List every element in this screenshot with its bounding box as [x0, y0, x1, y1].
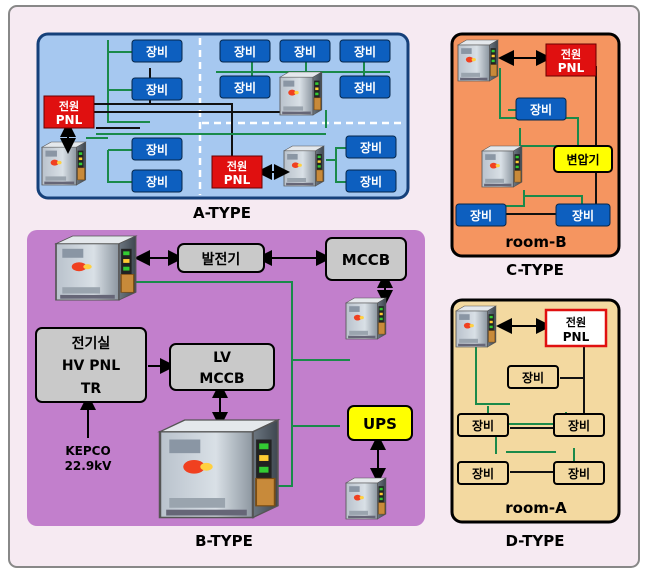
b-type-mccb-label: MCCB — [342, 251, 390, 269]
b-type-generator-label: 발전기 — [202, 251, 241, 268]
svg-text:장비: 장비 — [146, 174, 168, 189]
b-type-ups-label: UPS — [363, 415, 397, 433]
a-type-power-panel-left: 전원 PNL — [43, 95, 95, 129]
b-type-lv-mccb-box: LV MCCB — [169, 343, 275, 391]
c-type-power-panel-line1: 전원 — [561, 47, 581, 61]
a-type-cabinet-main-left — [41, 141, 87, 186]
a-type-equipment-box: 장비 — [219, 75, 271, 99]
d-type-panel: 전원 PNL 장비 장비 장비 장비 장비 room-A D-TYPE — [450, 298, 621, 550]
a-type-equipment-group: 장비 장비 장비 장비 장비 장비 장비 장비 장비 장비 장비 — [131, 39, 397, 193]
svg-text:장비: 장비 — [522, 370, 544, 385]
c-type-equipment-box: 장비 — [515, 97, 567, 121]
c-type-equipment-box: 장비 — [455, 203, 507, 227]
d-type-equipment-box: 장비 — [553, 413, 605, 437]
d-type-caption: D-TYPE — [505, 532, 564, 550]
c-type-power-panel-line2: PNL — [558, 61, 585, 75]
d-type-equipment-box: 장비 — [507, 365, 559, 389]
svg-text:장비: 장비 — [146, 82, 168, 97]
d-type-cabinet — [455, 305, 497, 348]
d-type-room-label: room-A — [505, 499, 567, 517]
c-type-panel: 전원 PNL 변압기 장비 장비 장비 room-B C-TYPE — [450, 32, 621, 279]
svg-text:장비: 장비 — [472, 466, 494, 481]
b-type-kepco-line2: 22.9kV — [65, 459, 113, 473]
b-type-caption: B-TYPE — [195, 532, 253, 550]
svg-text:장비: 장비 — [568, 418, 590, 433]
c-type-transformer: 변압기 — [553, 145, 613, 173]
b-type-cabinet-ups — [345, 477, 387, 520]
a-type-power-panel-right-line2: PNL — [224, 173, 251, 187]
b-type-lv-mccb-line1: LV — [213, 350, 231, 366]
c-type-cabinet-middle — [481, 145, 523, 188]
svg-text:장비: 장비 — [234, 44, 256, 59]
a-type-panel: 전원 PNL 전원 PNL 장비 장비 장비 장비 장비 장비 장비 장비 장비… — [36, 32, 410, 222]
a-type-equipment-box: 장비 — [131, 137, 183, 161]
b-type-panel: 발전기 MCCB 전기실 HV PNL TR LV MCCB UPS KEPCO… — [27, 230, 425, 550]
b-type-cabinet-mccb — [345, 297, 387, 340]
d-type-power-panel: 전원 PNL — [544, 308, 608, 348]
c-type-transformer-label: 변압기 — [566, 152, 599, 167]
a-type-equipment-box: 장비 — [345, 169, 397, 193]
b-type-lv-mccb-line2: MCCB — [199, 371, 244, 387]
a-type-equipment-box: 장비 — [279, 39, 331, 63]
b-type-mccb-box: MCCB — [325, 237, 407, 281]
a-type-caption: A-TYPE — [193, 204, 251, 222]
c-type-room-label: room-B — [505, 233, 566, 251]
a-type-cabinet-bottom-right — [283, 145, 325, 187]
svg-text:장비: 장비 — [572, 208, 594, 223]
d-type-equipment-box: 장비 — [457, 461, 509, 485]
d-type-equipment-box: 장비 — [457, 413, 509, 437]
a-type-equipment-box: 장비 — [339, 75, 391, 99]
svg-text:장비: 장비 — [470, 208, 492, 223]
b-type-electrical-room-line1: 전기실 — [72, 335, 111, 352]
c-type-caption: C-TYPE — [506, 261, 564, 279]
svg-text:장비: 장비 — [146, 44, 168, 59]
b-type-electrical-room-line3: TR — [81, 381, 102, 397]
d-type-equipment-box: 장비 — [553, 461, 605, 485]
b-type-electrical-room-box: 전기실 HV PNL TR — [35, 327, 147, 403]
a-type-equipment-box: 장비 — [131, 169, 183, 193]
a-type-equipment-box: 장비 — [345, 135, 397, 159]
svg-text:장비: 장비 — [354, 80, 376, 95]
b-type-electrical-room-line2: HV PNL — [62, 358, 120, 374]
svg-text:장비: 장비 — [360, 174, 382, 189]
svg-text:장비: 장비 — [354, 44, 376, 59]
c-type-cabinet-top — [457, 39, 499, 82]
d-type-power-panel-line2: PNL — [563, 330, 590, 344]
svg-text:장비: 장비 — [234, 80, 256, 95]
svg-text:장비: 장비 — [294, 44, 316, 59]
a-type-power-panel-right: 전원 PNL — [211, 155, 263, 189]
a-type-power-panel-left-line2: PNL — [56, 113, 83, 127]
b-type-kepco-line1: KEPCO — [65, 444, 110, 458]
svg-text:장비: 장비 — [472, 418, 494, 433]
b-type-cabinet-main — [158, 418, 280, 520]
b-type-cabinet-generator — [54, 234, 137, 302]
c-type-equipment-box: 장비 — [555, 203, 611, 227]
b-type-generator-box: 발전기 — [177, 243, 265, 273]
svg-text:장비: 장비 — [530, 102, 552, 117]
d-type-power-panel-line1: 전원 — [566, 315, 586, 329]
svg-text:장비: 장비 — [146, 142, 168, 157]
svg-text:장비: 장비 — [360, 140, 382, 155]
a-type-cabinet-top-right — [279, 71, 323, 116]
a-type-equipment-box: 장비 — [131, 77, 183, 101]
a-type-power-panel-left-line1: 전원 — [59, 99, 79, 113]
a-type-equipment-box: 장비 — [339, 39, 391, 63]
c-type-power-panel: 전원 PNL — [545, 43, 597, 77]
b-type-ups-box: UPS — [347, 405, 413, 441]
a-type-equipment-box: 장비 — [131, 39, 183, 63]
svg-text:장비: 장비 — [568, 466, 590, 481]
a-type-equipment-box: 장비 — [219, 39, 271, 63]
a-type-power-panel-right-line1: 전원 — [227, 159, 247, 173]
